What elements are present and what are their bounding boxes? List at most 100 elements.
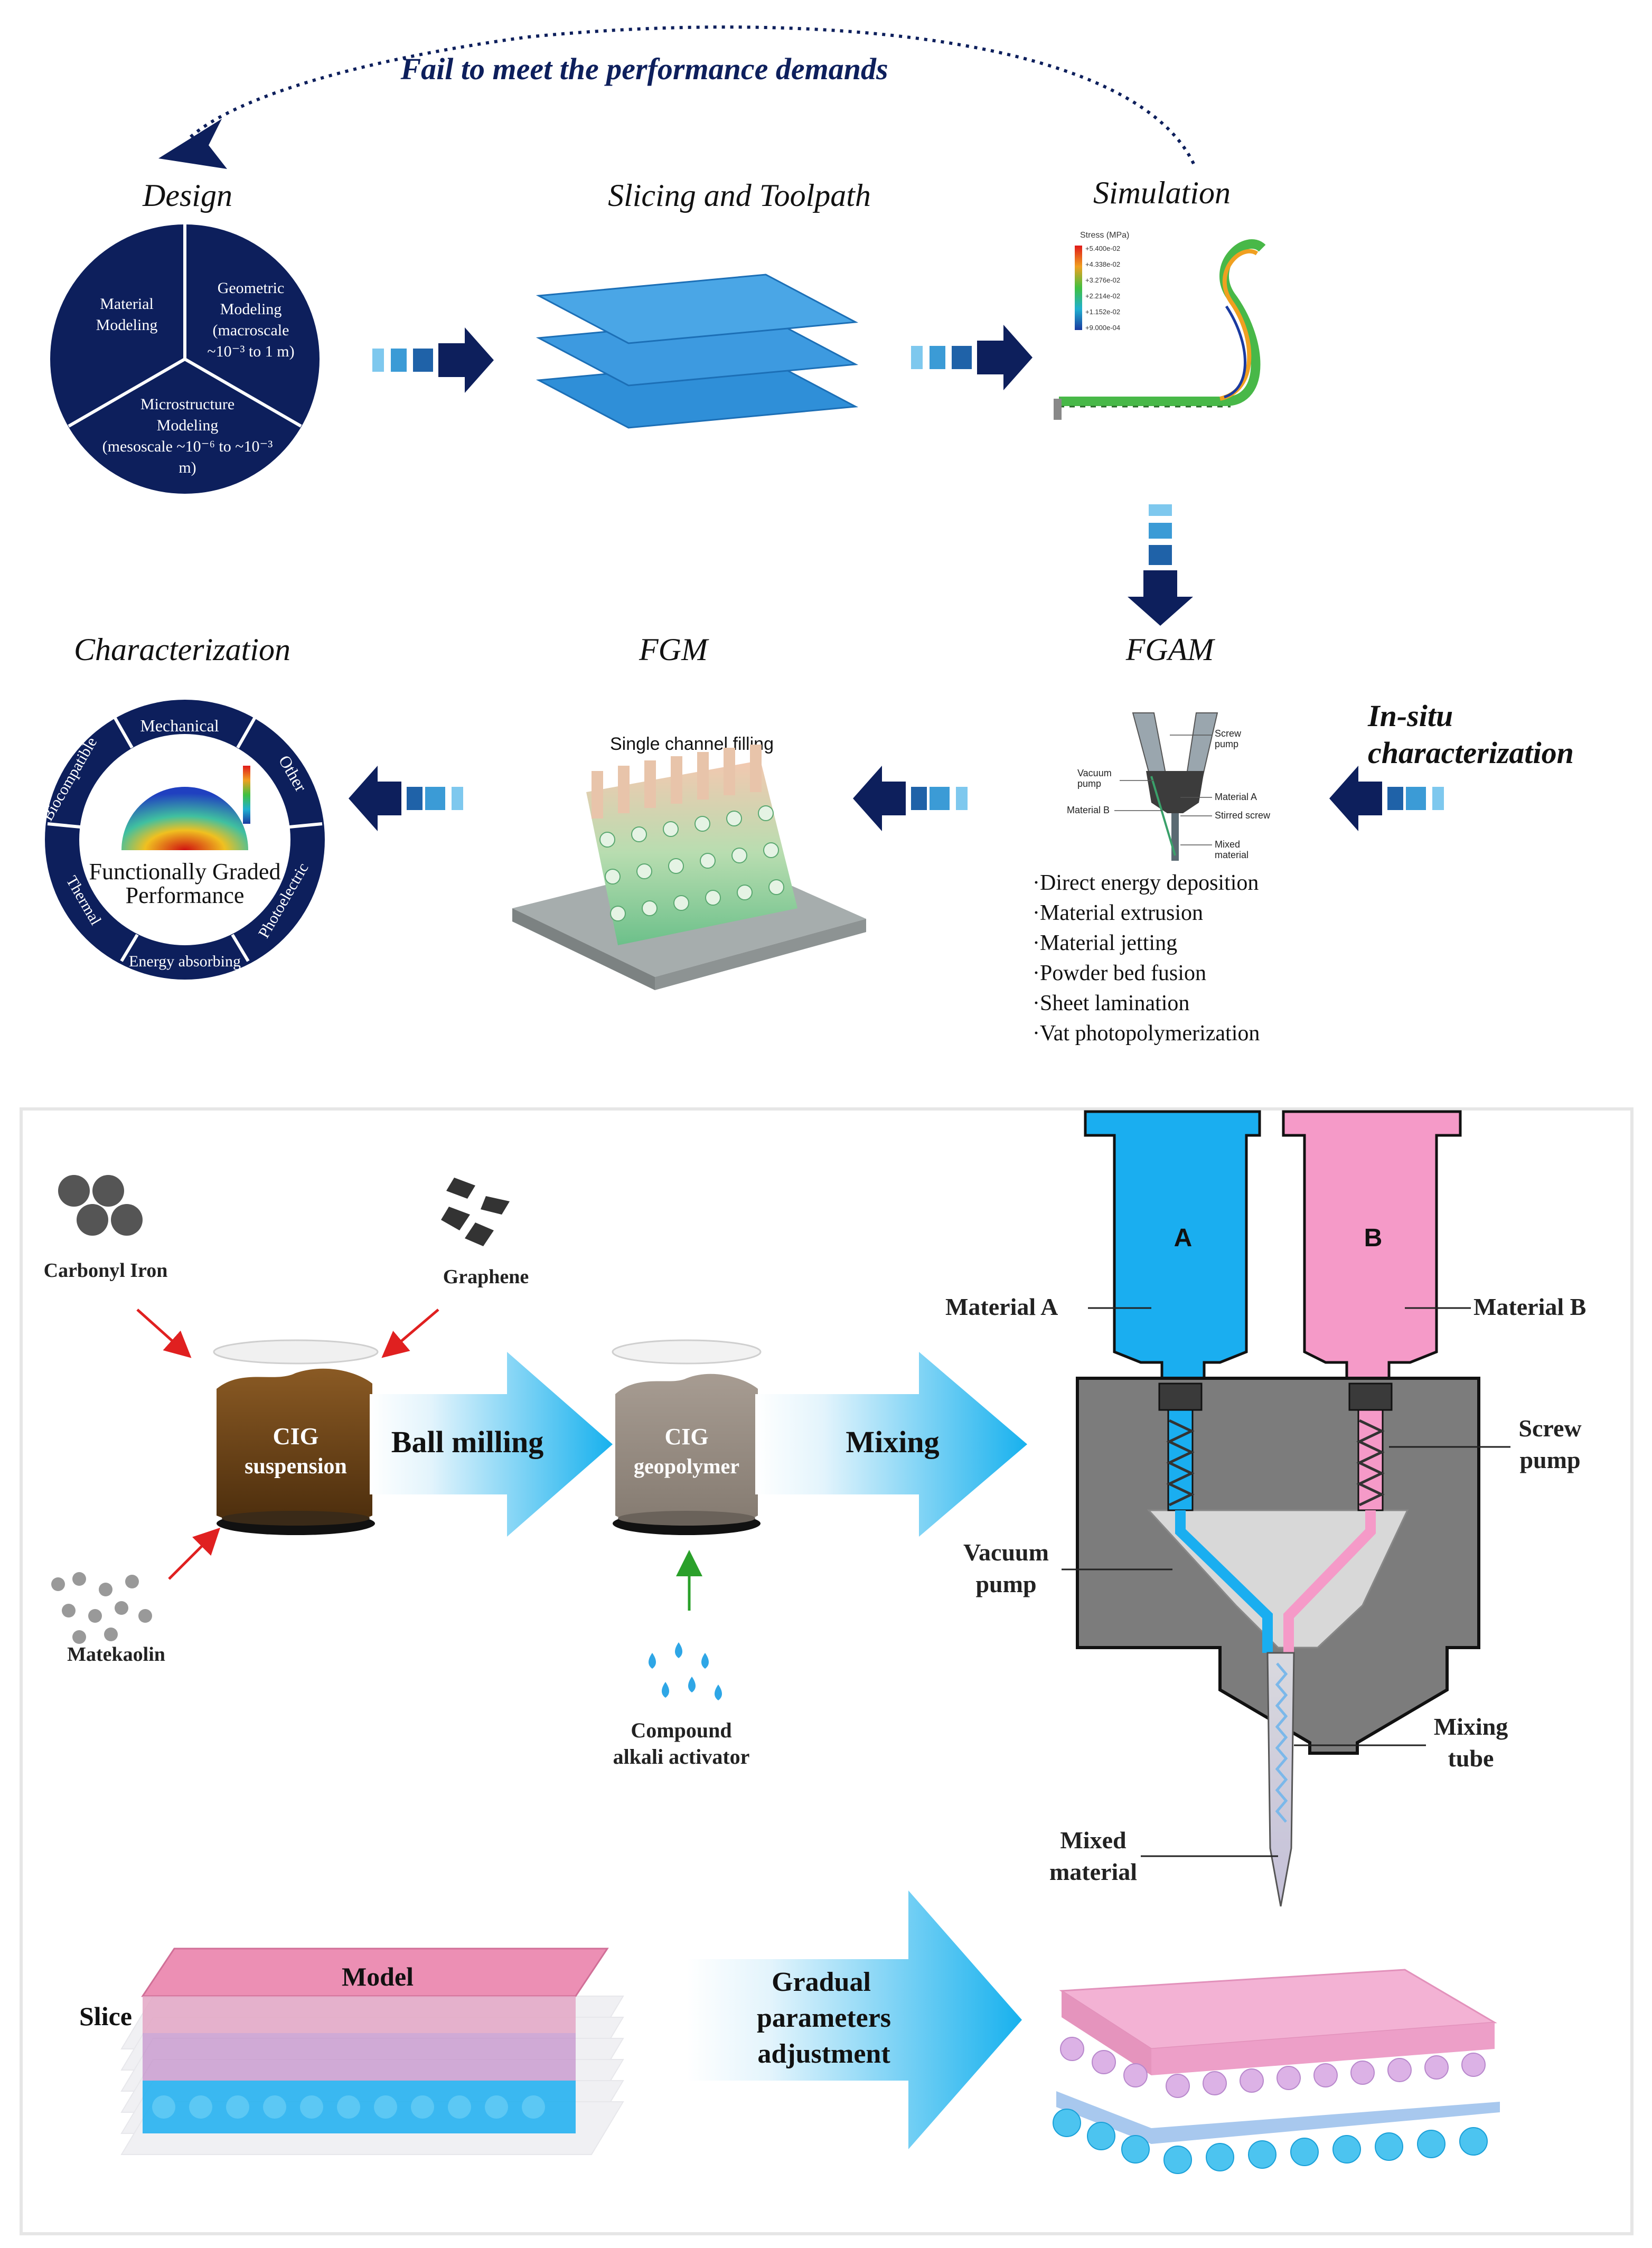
arrow-insitu-to-fgam	[1329, 766, 1444, 831]
gradual-line1: Gradual	[772, 1967, 871, 1997]
fgam-method-6: ·Vat photopolymerization	[1032, 1021, 1260, 1046]
simulation-plot: Stress (MPa) +5.400e-02 +4.338e-02 +3.27…	[1054, 231, 1266, 420]
printer-mixing-tube-line1: Mixing	[1434, 1713, 1508, 1740]
printer-screw-line2: pump	[1519, 1446, 1580, 1473]
cig-geopolymer-beaker: CIG geopolymer	[612, 1339, 762, 1535]
feedback-arrowhead-icon	[158, 119, 227, 169]
stage-slicing: Slicing and Toolpath	[608, 178, 871, 213]
printer-screw-line1: Screw	[1518, 1415, 1581, 1442]
matekaolin-icon	[51, 1572, 152, 1644]
syringe-b-letter: B	[1364, 1224, 1383, 1252]
stage-characterization: Characterization	[74, 632, 290, 667]
cig-geopolymer-line2: geopolymer	[634, 1454, 739, 1478]
feed-arrow-matekaolin	[168, 1527, 221, 1580]
stage-fgm: FGM	[639, 632, 709, 667]
arrow-slicing-to-simulation	[911, 325, 1032, 390]
activator-line2: alkali activator	[613, 1745, 750, 1769]
cig-suspension-line1: CIG	[273, 1423, 319, 1450]
design-micro-line2: Modeling	[157, 417, 219, 434]
design-micro-line1: Microstructure	[140, 396, 234, 413]
slicing-sheets	[536, 274, 859, 429]
char-center-line1: Functionally Graded	[89, 859, 281, 885]
printer-mixed-line2: material	[1049, 1858, 1137, 1885]
nozzle-screw-line2: pump	[1215, 739, 1238, 749]
ball-milling-arrow: Ball milling	[370, 1352, 613, 1537]
cig-suspension-line2: suspension	[245, 1454, 347, 1479]
sim-legend-v3: +2.214e-02	[1085, 292, 1120, 300]
printer-material-b-label: Material B	[1473, 1293, 1586, 1320]
char-center-line2: Performance	[126, 882, 245, 908]
fgam-method-3: ·Material jetting	[1032, 931, 1177, 955]
nozzle-screw-line1: Screw	[1215, 728, 1242, 739]
carbonyl-iron-label: Carbonyl Iron	[44, 1259, 168, 1282]
printer-mixing-tube-line2: tube	[1448, 1745, 1494, 1772]
design-micro-line3: (mesoscale ~10⁻⁶ to ~10⁻³	[102, 438, 273, 455]
slice-label: Slice	[79, 2001, 132, 2031]
printer-mixed-line1: Mixed	[1060, 1827, 1127, 1854]
nozzle-material-b: Material B	[1067, 805, 1110, 815]
arrow-fgam-to-fgm	[853, 766, 968, 831]
slice-model-stack: Model	[120, 1948, 624, 2155]
design-geometric-line2: Modeling	[220, 300, 282, 318]
gradual-line2: parameters	[757, 2003, 891, 2033]
insitu-line1: In-situ	[1367, 699, 1453, 733]
sim-legend-v0: +5.400e-02	[1085, 244, 1120, 252]
activator-droplets-icon	[649, 1642, 722, 1700]
sim-legend-v5: +9.000e-04	[1085, 324, 1120, 332]
design-material-line1: Material	[100, 295, 154, 313]
graphene-label: Graphene	[443, 1266, 529, 1288]
fgam-method-4: ·Powder bed fusion	[1032, 961, 1206, 985]
char-seg-mechanical: Mechanical	[140, 716, 219, 735]
sim-legend-v4: +1.152e-02	[1085, 308, 1120, 316]
mixing-label: Mixing	[846, 1425, 939, 1459]
design-wheel: Material Modeling Geometric Modeling (ma…	[50, 224, 320, 494]
feed-arrow-iron	[136, 1309, 192, 1358]
mixing-arrow: Mixing	[755, 1352, 1027, 1537]
stage-fgam: FGAM	[1125, 632, 1216, 667]
fgam-method-2: ·Material extrusion	[1032, 901, 1203, 925]
nozzle-vacuum-line2: pump	[1077, 778, 1101, 789]
gradual-line3: adjustment	[757, 2039, 890, 2069]
arrow-simulation-to-fgam	[1128, 504, 1193, 626]
feed-arrow-graphene	[381, 1309, 439, 1358]
insitu-line2: characterization	[1368, 736, 1574, 770]
fgam-nozzle: Screw pump Vacuum pump Material A Materi…	[1067, 712, 1271, 861]
stage-simulation: Simulation	[1093, 175, 1231, 210]
nozzle-mixed-line2: material	[1215, 850, 1249, 860]
cig-suspension-beaker: CIG suspension	[213, 1339, 379, 1535]
arrow-fgm-to-characterization	[349, 766, 463, 831]
char-seg-energy: Energy absorbing	[129, 953, 241, 970]
printer-head: A B	[1076, 1110, 1480, 1907]
graded-lattice	[1053, 1969, 1500, 2174]
fgam-methods-list: ·Direct energy deposition ·Material extr…	[1032, 871, 1260, 1046]
matekaolin-label: Matekaolin	[67, 1643, 165, 1666]
fgam-method-5: ·Sheet lamination	[1032, 991, 1189, 1015]
design-geometric-line1: Geometric	[218, 279, 285, 297]
fgam-method-1: ·Direct energy deposition	[1032, 871, 1259, 895]
cig-geopolymer-line1: CIG	[664, 1424, 708, 1450]
sim-legend-v1: +4.338e-02	[1085, 260, 1120, 268]
characterization-wheel: Functionally Graded Performance Mechanic…	[39, 700, 325, 980]
nozzle-mixed-line1: Mixed	[1215, 839, 1240, 850]
activator-line1: Compound	[631, 1718, 731, 1742]
nozzle-material-a: Material A	[1215, 792, 1257, 802]
bottom-panel-frame	[20, 1107, 1634, 2235]
printer-material-a-label: Material A	[945, 1293, 1058, 1320]
arrow-design-to-slicing	[372, 327, 494, 393]
ball-milling-label: Ball milling	[391, 1425, 543, 1459]
stage-design: Design	[142, 178, 232, 213]
design-geometric-line3: (macroscale	[213, 322, 289, 339]
fgm-block: Single channel filling	[512, 734, 866, 990]
printer-vacuum-line1: Vacuum	[963, 1539, 1049, 1566]
design-micro-line4: m)	[179, 459, 196, 476]
nozzle-vacuum-line1: Vacuum	[1077, 768, 1112, 778]
feedback-label: Fail to meet the performance demands	[400, 52, 888, 86]
fgm-single-channel-label: Single channel filling	[610, 734, 774, 754]
sim-legend-title: Stress (MPa)	[1080, 231, 1129, 240]
nozzle-stirred-screw: Stirred screw	[1215, 810, 1271, 821]
carbonyl-iron-icon	[58, 1175, 143, 1236]
feedback-loop: Fail to meet the performance demands	[158, 25, 1195, 169]
syringe-a-letter: A	[1174, 1224, 1193, 1252]
design-geometric-line4: ~10⁻³ to 1 m)	[207, 343, 294, 360]
